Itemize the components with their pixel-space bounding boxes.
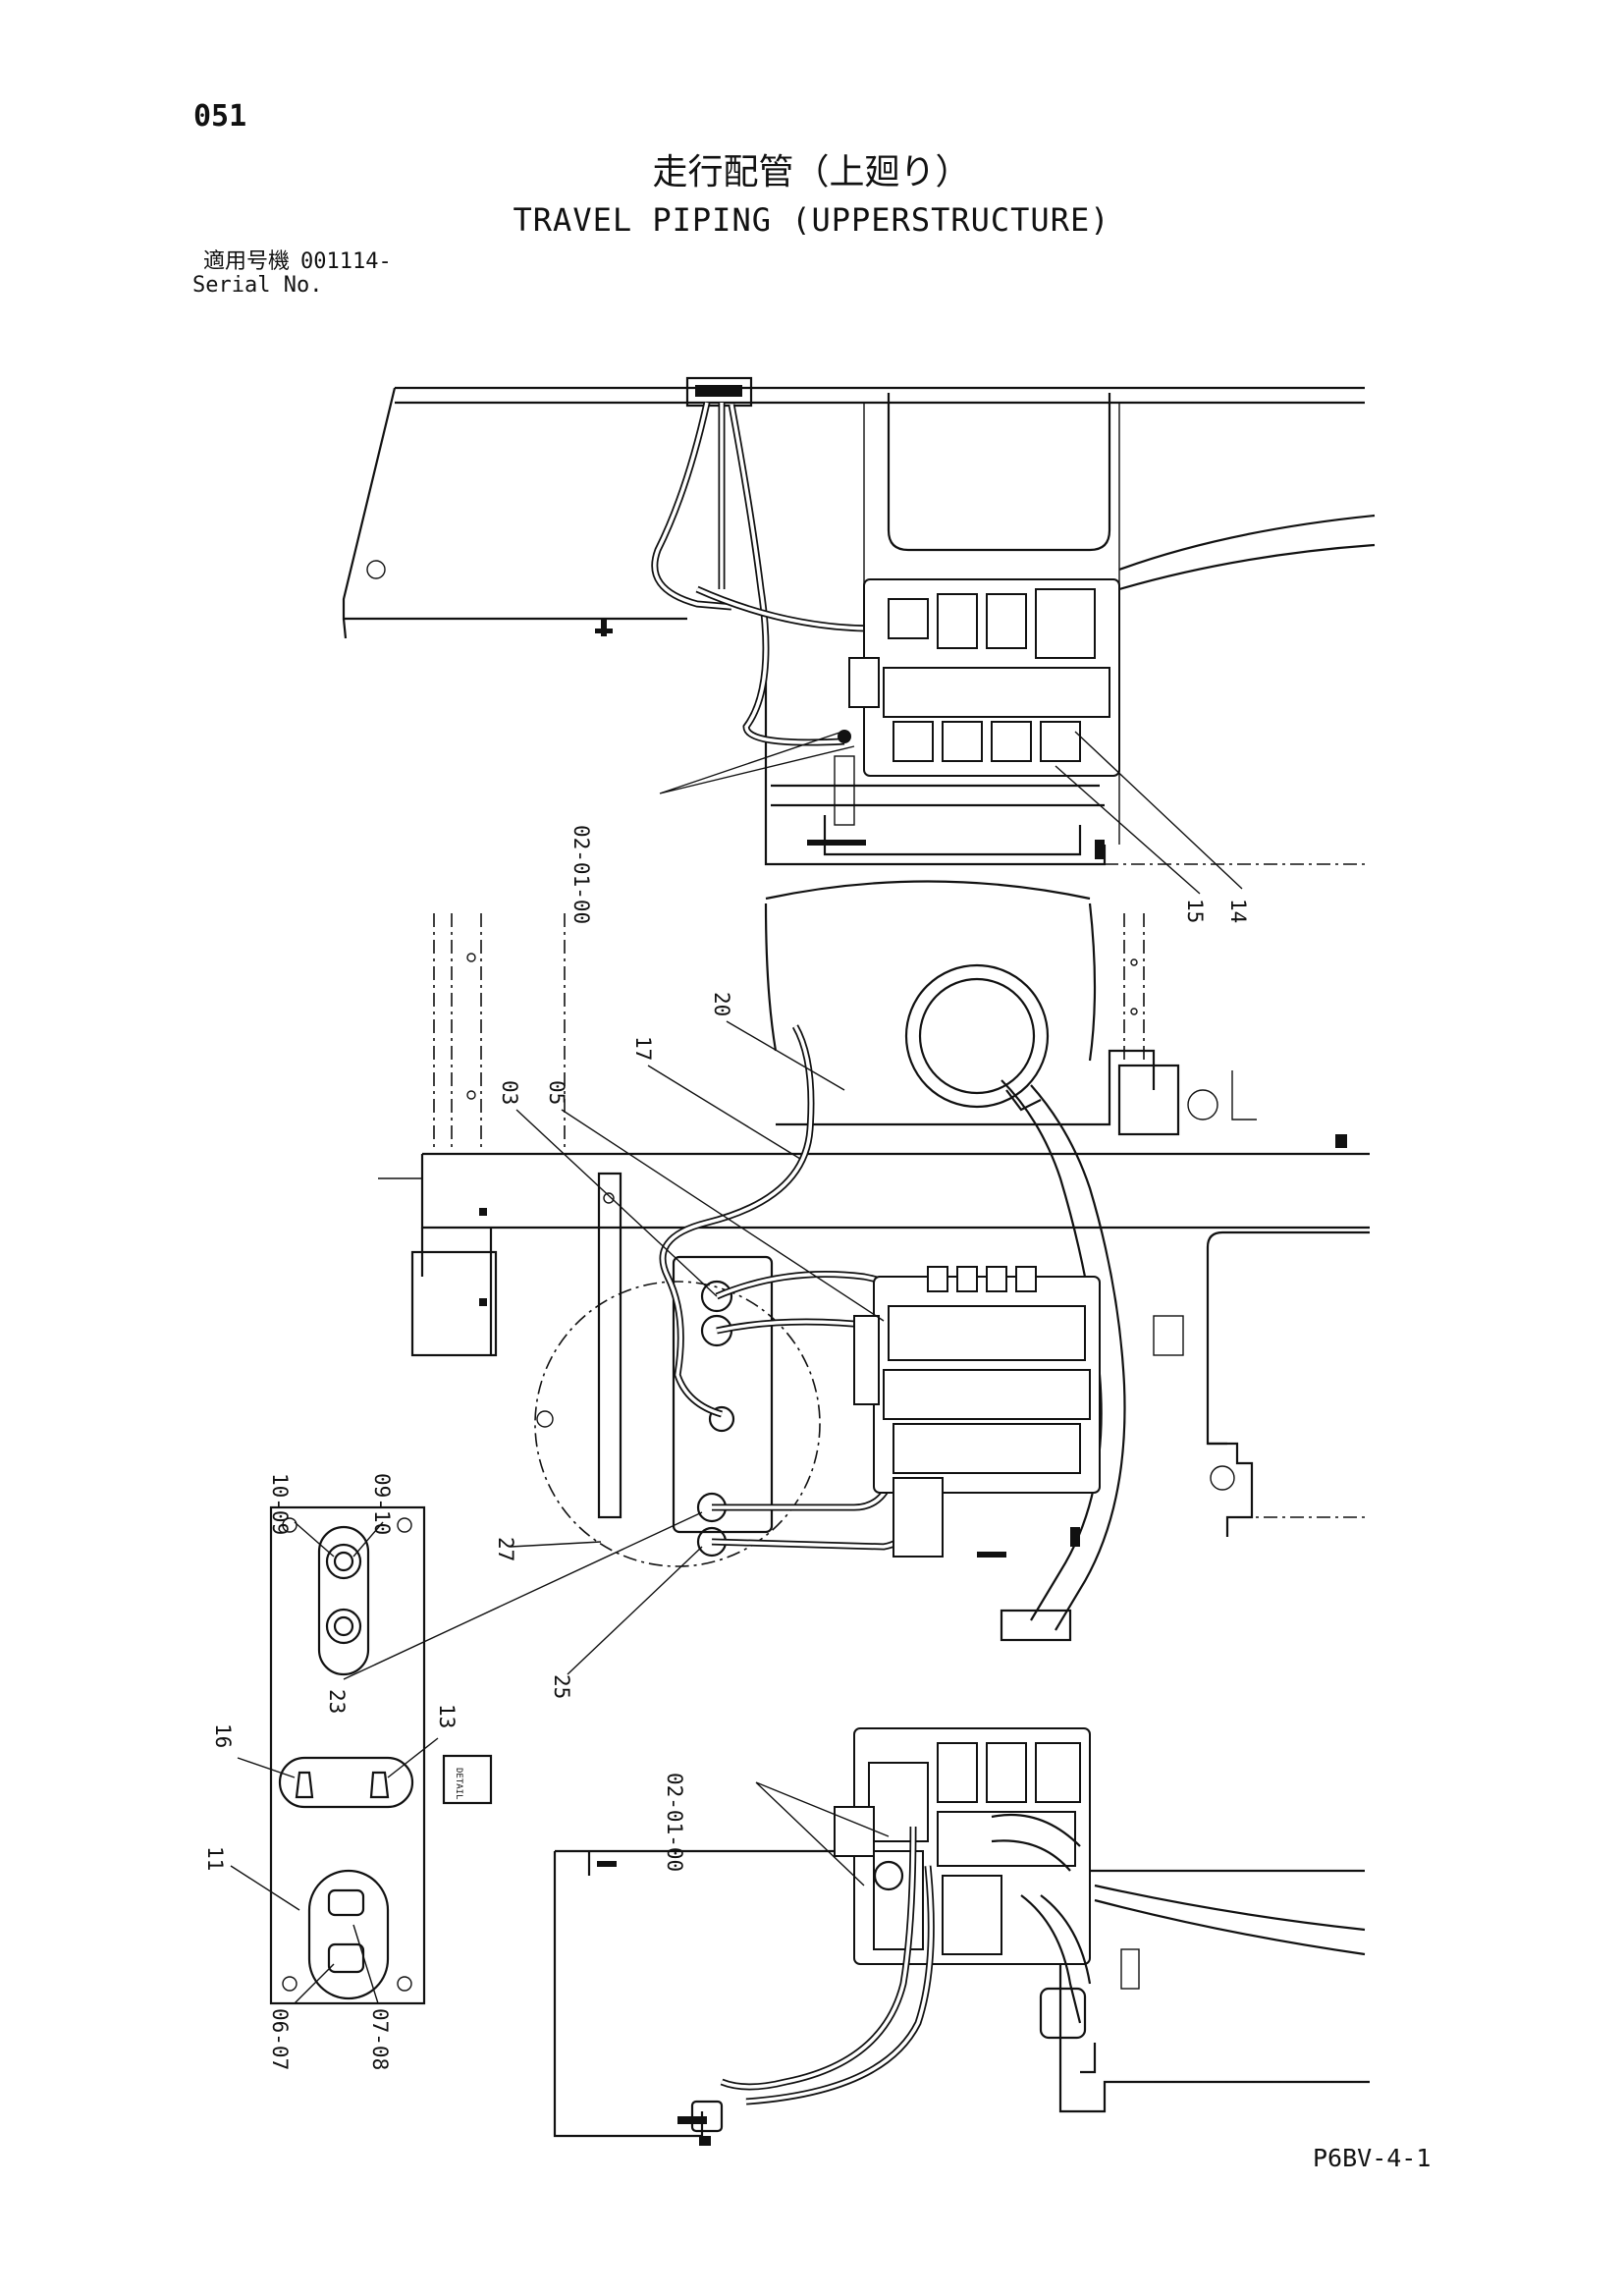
callout-25: 25 [550, 1674, 573, 1699]
drawing-code: P6BV-4-1 [1313, 2144, 1432, 2172]
detail-plate: DETAIL 10-09 09-10 16 13 11 06-07 07-08 [203, 1473, 493, 2070]
bottom-view-assembly: 02-01-00 [553, 1727, 1370, 2146]
callout-10-09-left: 10-09 [268, 1473, 292, 1535]
serial-label-english: Serial No. [192, 273, 323, 298]
top-view-assembly: 02-01-00 15 14 [342, 376, 1376, 924]
callout-11: 11 [203, 1846, 227, 1871]
detail-tag: DETAIL [454, 1768, 463, 1800]
callout-23: 23 [325, 1689, 349, 1714]
page-number: 051 [193, 99, 247, 134]
page-title-english: TRAVEL PIPING (UPPERSTRUCTURE) [513, 201, 1110, 239]
callout-16: 16 [211, 1723, 235, 1748]
callout-02-01-00-bottom: 02-01-00 [663, 1773, 686, 1872]
callout-14: 14 [1226, 899, 1250, 923]
callout-17: 17 [631, 1036, 655, 1061]
callout-05: 05 [545, 1080, 568, 1105]
callout-20: 20 [710, 992, 733, 1016]
callout-09-10-right: 09-10 [370, 1473, 394, 1535]
callout-03: 03 [498, 1080, 521, 1105]
callout-02-01-00-top: 02-01-00 [569, 825, 593, 924]
callout-15: 15 [1183, 899, 1207, 923]
control-valve-middle [853, 1266, 1101, 1558]
callout-06-07: 06-07 [268, 2008, 292, 2070]
page-title-japanese: 走行配管（上廻り） [652, 152, 971, 192]
callout-27: 27 [494, 1537, 517, 1561]
callout-13: 13 [435, 1704, 459, 1728]
middle-view-assembly: 20 17 03 05 27 23 25 [325, 880, 1370, 1714]
control-valve-top [848, 578, 1120, 777]
serial-number-value: 001114- [300, 249, 392, 274]
callout-07-08: 07-08 [368, 2008, 392, 2070]
serial-label-japanese: 適用号機 [203, 249, 291, 274]
